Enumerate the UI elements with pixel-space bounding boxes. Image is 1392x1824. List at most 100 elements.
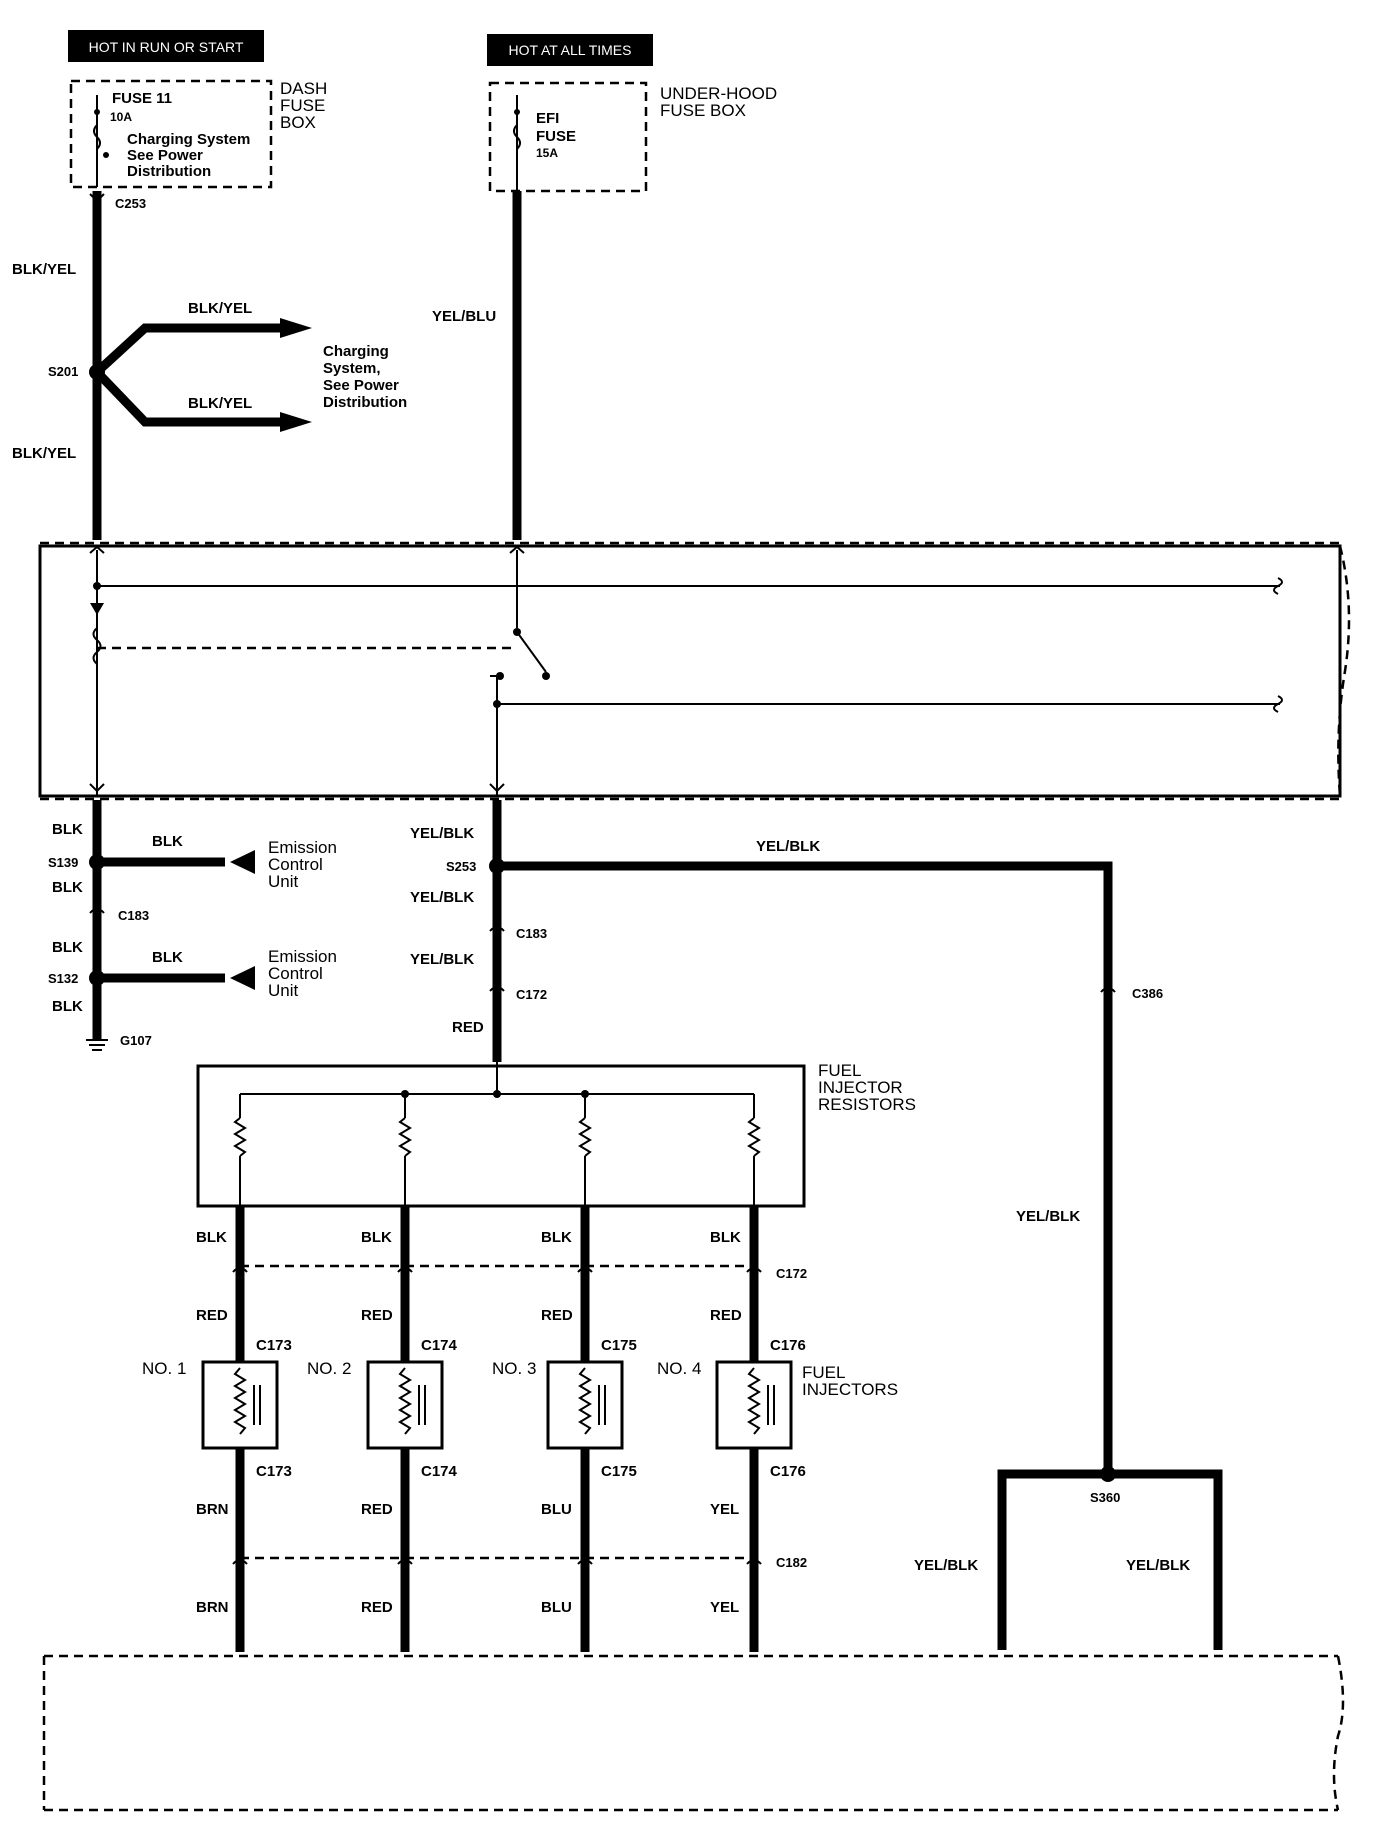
wire-label-blk-4: BLK [52,998,83,1015]
injector-label-3: NO. 3 [492,1359,536,1378]
wire-label-blk-2: BLK [52,879,83,896]
connector-top-3: C175 [601,1337,637,1354]
charging-ref-line3: See Power [323,377,399,394]
injector-blk-label-4: BLK [710,1229,741,1246]
resistors-label-1: FUEL [818,1061,861,1080]
header-hot-in-run-or-start: HOT IN RUN OR START [68,30,264,62]
emission-unit-2-line1: Emission [268,947,337,966]
injector-label-2: NO. 2 [307,1359,351,1378]
fuse-11-label: FUSE 11 [112,90,172,107]
connector-top-4: C176 [770,1337,806,1354]
splice-s132: S132 [48,971,78,986]
wire-label-blk-yel-2: BLK/YEL [12,445,76,462]
header-hot-at-all-times-label: HOT AT ALL TIMES [509,42,632,58]
connector-bottom-4: C176 [770,1463,806,1480]
emission-unit-1-line2: Control [268,855,323,874]
charging-ref-line1: Charging [323,343,389,360]
right-power-wire: YEL/BLU [432,191,522,540]
splice-s360: S360 [1090,1490,1120,1505]
injector-out-label-upper-2: RED [361,1501,393,1518]
efi-fuse-rating: 15A [536,146,558,160]
main-relay-box [38,541,1351,801]
emission-unit-1-line3: Unit [268,872,299,891]
efi-fuse-label-1: EFI [536,110,559,127]
connector-c172-right: C172 [776,1266,807,1281]
header-hot-in-run-label: HOT IN RUN OR START [89,39,244,55]
connector-c253: C253 [115,196,146,211]
fuel-injectors-label-2: INJECTORS [802,1380,898,1399]
header-hot-at-all-times: HOT AT ALL TIMES [487,34,653,66]
right-feed-circuit: YEL/BLK C386 YEL/BLK S360 YEL/BLK YEL/BL… [497,838,1223,1650]
fuse-note-line3: Distribution [127,163,211,180]
injector-label-1: NO. 1 [142,1359,186,1378]
injector-red-label-3: RED [541,1307,573,1324]
branch-label-blk-yel-upper: BLK/YEL [188,300,252,317]
dash-fuse-box: FUSE 11 10A Charging System See Power Di… [69,79,327,189]
connector-c172-mid: C172 [516,987,547,1002]
resistors-label-2: INJECTOR [818,1078,903,1097]
connector-bottom-3: C175 [601,1463,637,1480]
wire-label-yel-blu: YEL/BLU [432,308,496,325]
dash-fuse-box-label-3: BOX [280,113,316,132]
resistor-1 [233,1117,247,1157]
fuse-note-line2: See Power [127,147,203,164]
wire-label-yel-blk-vertical: YEL/BLK [1016,1208,1080,1225]
efi-fuse-label-2: FUSE [536,128,576,145]
wire-label-yel-blk-right-leg: YEL/BLK [1126,1557,1190,1574]
resistor-4 [747,1117,761,1157]
splice-s201: S201 [48,364,78,379]
wire-label-yel-blk-left-leg: YEL/BLK [914,1557,978,1574]
injector-out-label-lower-4: YEL [710,1599,739,1616]
injector-body-2 [366,1360,444,1450]
injector-out-label-lower-1: BRN [196,1599,229,1616]
resistors-label-3: RESISTORS [818,1095,916,1114]
middle-feed-circuit: YEL/BLK S253 YEL/BLK C183 YEL/BLK C172 R… [410,800,547,1092]
connector-c183-mid: C183 [516,926,547,941]
fuse-note-line1: Charging System [127,131,250,148]
wire-label-blk-1: BLK [52,821,83,838]
underhood-box-label-1: UNDER-HOOD [660,84,777,103]
splice-s253: S253 [446,859,476,874]
connector-c183-left: C183 [118,908,149,923]
injector-blk-label-2: BLK [361,1229,392,1246]
emission-unit-2-line2: Control [268,964,323,983]
emission-unit-1-line1: Emission [268,838,337,857]
wire-label-blk-3: BLK [52,939,83,956]
wire-label-yel-blk-1: YEL/BLK [410,825,474,842]
wire-label-yel-blk-top: YEL/BLK [756,838,820,855]
injector-body-1 [201,1360,279,1450]
injector-out-label-lower-2: RED [361,1599,393,1616]
splice-s139: S139 [48,855,78,870]
injector-out-label-upper-1: BRN [196,1501,229,1518]
wire-label-red: RED [452,1019,484,1036]
fuel-injectors-label-1: FUEL [802,1363,845,1382]
left-ground-circuit: BLK S139 BLK Emission Control Unit BLK C… [48,800,337,1051]
injector-red-label-2: RED [361,1307,393,1324]
branch-label-blk-yel-lower: BLK/YEL [188,395,252,412]
injector-red-label-1: RED [196,1307,228,1324]
wire-label-yel-blk-2: YEL/BLK [410,889,474,906]
wire-label-yel-blk-3: YEL/BLK [410,951,474,968]
connector-bottom-1: C173 [256,1463,292,1480]
injector-red-label-4: RED [710,1307,742,1324]
dash-fuse-box-label-1: DASH [280,79,327,98]
branch-label-blk-s132: BLK [152,949,183,966]
connector-bottom-2: C174 [421,1463,458,1480]
charging-ref-line4: Distribution [323,394,407,411]
injector-blk-label-1: BLK [196,1229,227,1246]
branch-label-blk-s139: BLK [152,833,183,850]
connector-c182: C182 [776,1555,807,1570]
wire-label-blk-yel-1: BLK/YEL [12,261,76,278]
bottom-control-unit-box [42,1654,1345,1812]
dash-fuse-box-label-2: FUSE [280,96,325,115]
connector-top-1: C173 [256,1337,292,1354]
injector-out-label-upper-4: YEL [710,1501,739,1518]
fuse-11-rating: 10A [110,110,132,124]
fuel-injector-resistors-box: FUEL INJECTOR RESISTORS [196,1061,916,1208]
resistor-2 [398,1117,412,1157]
injector-body-3 [546,1360,624,1450]
